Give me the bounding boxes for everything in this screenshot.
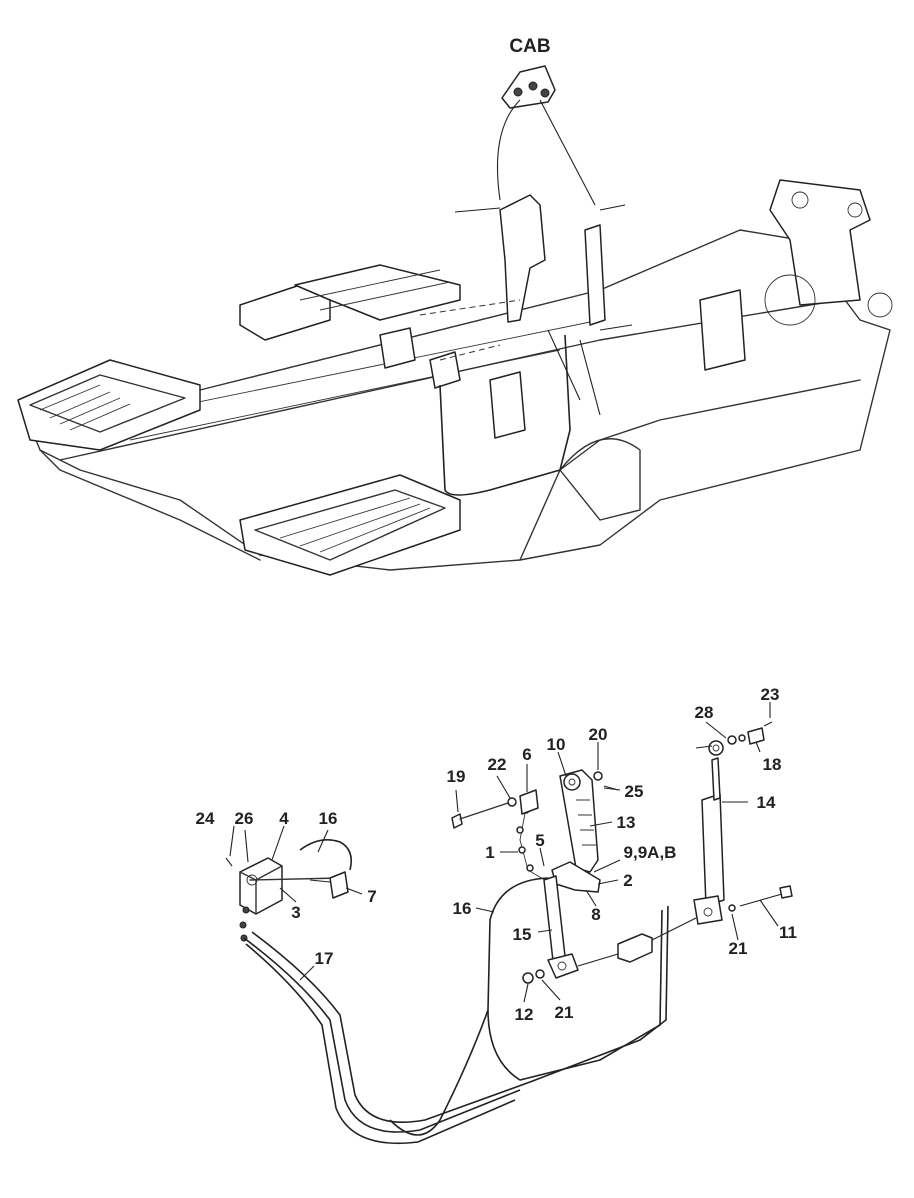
callout-1: 1 [485, 843, 494, 862]
callout-21-bottom: 21 [555, 1003, 574, 1022]
callout-10: 10 [547, 735, 566, 754]
callout-2: 2 [623, 871, 632, 890]
callout-12: 12 [515, 1005, 534, 1024]
callout-24: 24 [196, 809, 215, 828]
callout-16-left: 16 [453, 899, 472, 918]
callout-4: 4 [279, 809, 289, 828]
callout-14: 14 [757, 793, 776, 812]
dashed-guides [419, 299, 521, 361]
callout-11: 11 [779, 923, 797, 942]
leader-lines [229, 702, 779, 1003]
callout-8: 8 [591, 905, 600, 924]
callout-labels: CAB 23 28 18 14 10 20 6 22 19 25 13 5 1 … [196, 36, 797, 1024]
cab-mount-bracket [496, 65, 596, 206]
cab-label: CAB [509, 36, 550, 57]
callout-22: 22 [488, 755, 507, 774]
callout-3: 3 [291, 903, 300, 922]
exploded-assembly [225, 721, 793, 1145]
callout-6: 6 [522, 745, 531, 764]
callout-13: 13 [617, 813, 636, 832]
callout-15: 15 [513, 925, 532, 944]
callout-26: 26 [235, 809, 254, 828]
callout-28: 28 [695, 703, 714, 722]
callout-21-right: 21 [729, 939, 748, 958]
callout-5: 5 [535, 831, 544, 850]
callout-16-top: 16 [319, 809, 338, 828]
callout-25: 25 [625, 782, 644, 801]
callout-20: 20 [589, 725, 608, 744]
callout-7: 7 [367, 887, 376, 906]
callout-23: 23 [761, 685, 780, 704]
machine-frame [17, 179, 893, 576]
top-linkage-assembly [439, 194, 633, 496]
callout-18: 18 [763, 755, 782, 774]
callout-9-9a-b: 9,9A,B [624, 843, 677, 862]
callout-19: 19 [447, 767, 466, 786]
callout-17: 17 [315, 949, 334, 968]
